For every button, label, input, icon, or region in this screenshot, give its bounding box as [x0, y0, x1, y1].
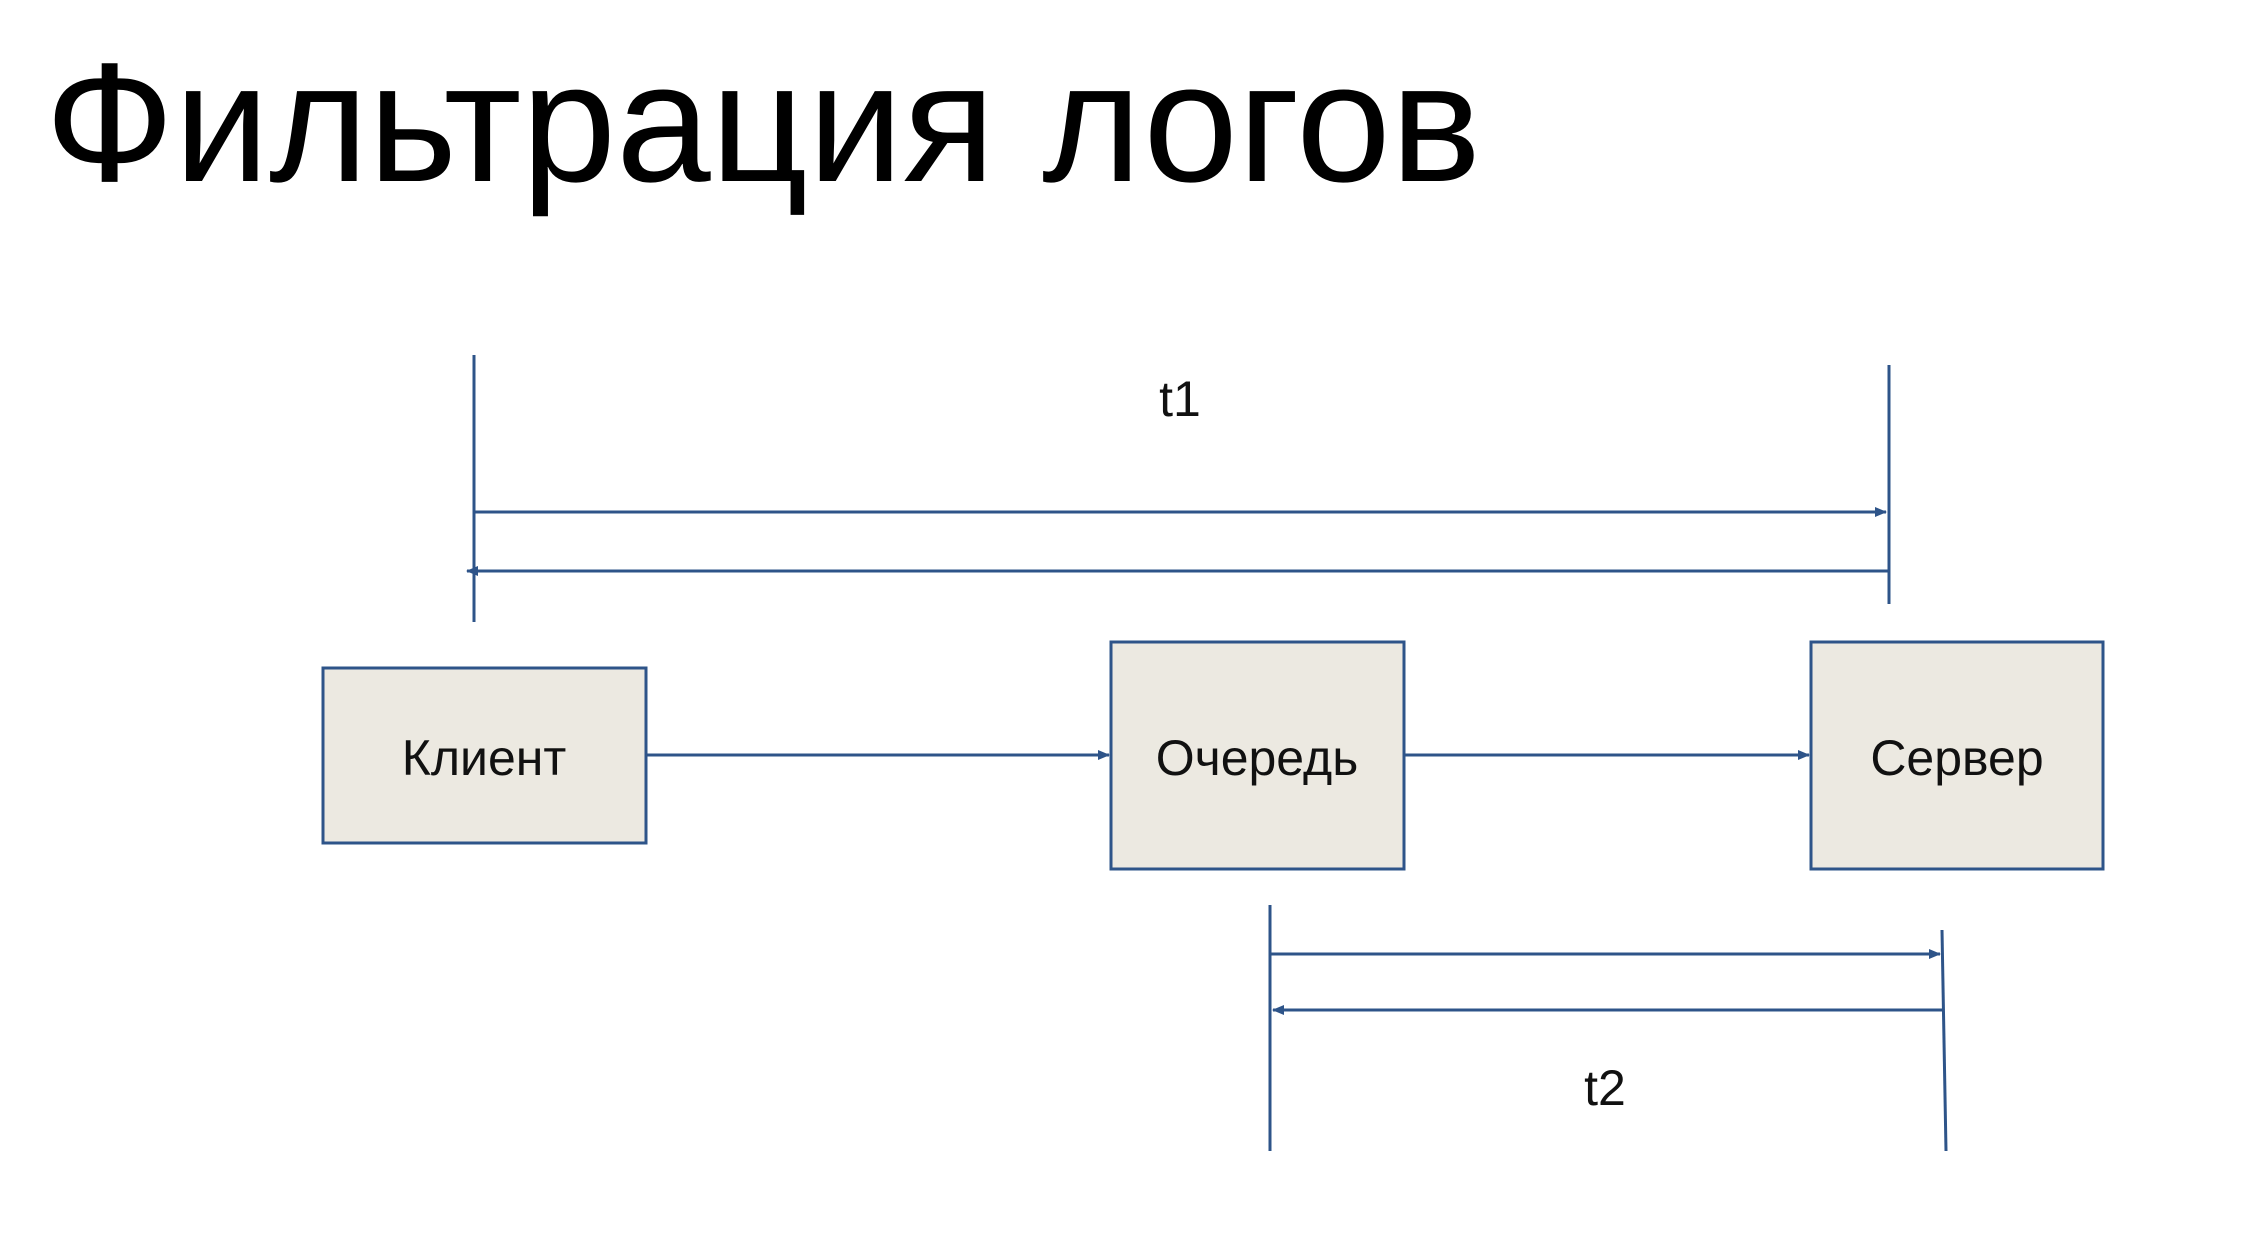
server-label: Сервер — [1870, 730, 2043, 786]
client-box — [321, 666, 648, 845]
queue-box — [1109, 640, 1406, 871]
node-queue: Очередь — [1109, 640, 1406, 871]
slide-title: Фильтрация логов — [45, 28, 1482, 218]
node-server: Сервер — [1809, 640, 2105, 871]
t2-right-boundary — [1940, 929, 1948, 1152]
t1-label: t1 — [1159, 371, 1201, 427]
t2-label: t2 — [1584, 1060, 1626, 1116]
queue-label: Очередь — [1156, 730, 1359, 786]
node-client: Клиент — [321, 666, 648, 845]
interval-t1: t1 — [466, 355, 1891, 622]
server-box — [1809, 640, 2105, 871]
client-label: Клиент — [402, 730, 567, 786]
interval-t2: t2 — [1268, 905, 1948, 1152]
